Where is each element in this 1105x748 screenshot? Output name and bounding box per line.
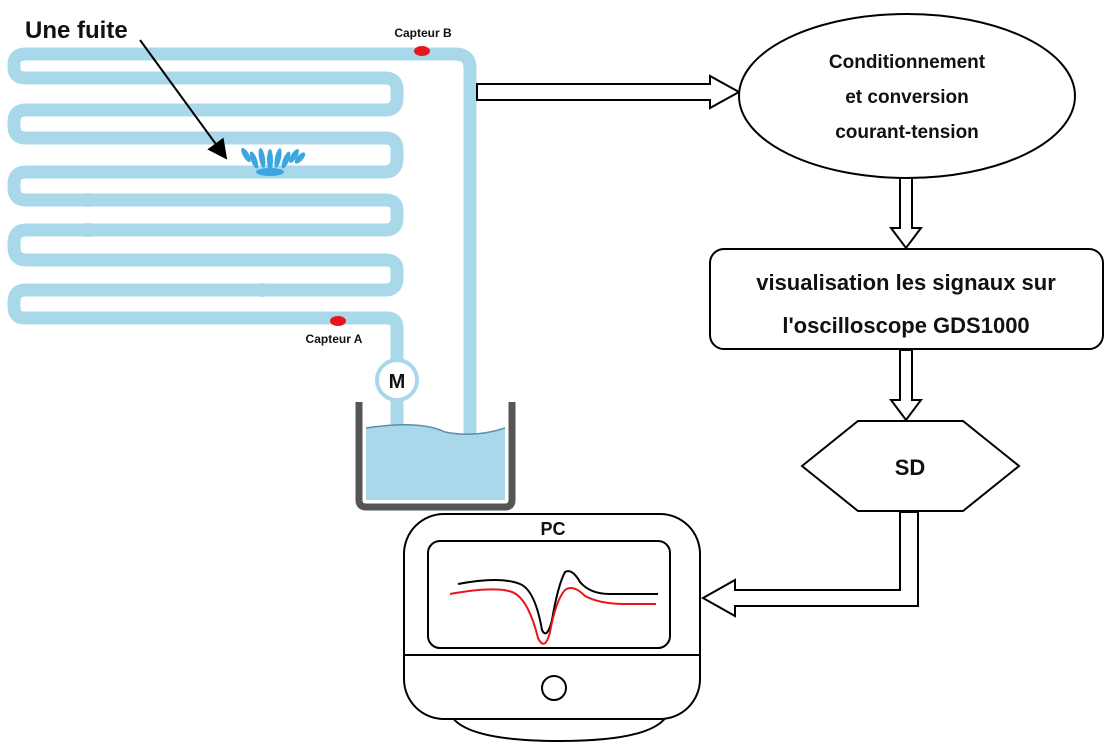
serpentine-pipe bbox=[7, 47, 477, 442]
sd-block: SD bbox=[800, 420, 1021, 512]
sensor-b-label: Capteur B bbox=[394, 26, 452, 40]
conditioning-block: Conditionnement et conversion courant-te… bbox=[738, 13, 1076, 179]
signal-red bbox=[449, 587, 656, 645]
water-body bbox=[366, 424, 505, 500]
conditioning-text-2: et conversion bbox=[845, 87, 969, 108]
pipe-joint bbox=[256, 283, 270, 297]
water-tank bbox=[355, 402, 516, 511]
arrow-pipe-to-conditioning bbox=[476, 74, 742, 110]
motor-circle bbox=[375, 358, 419, 402]
sd-hexagon bbox=[800, 420, 1021, 512]
pipe-joint bbox=[199, 254, 211, 266]
arrow-sd-to-pc bbox=[700, 511, 919, 618]
oscilloscope-text-2: l'oscilloscope GDS1000 bbox=[782, 313, 1029, 338]
sensor-a-dot bbox=[330, 316, 346, 326]
sensor-a: Capteur A bbox=[306, 316, 363, 346]
motor-label: M bbox=[389, 371, 406, 393]
leak-label: Une fuite bbox=[25, 17, 128, 44]
sensor-b-dot bbox=[414, 46, 430, 56]
pipe-joint bbox=[81, 223, 95, 237]
pipe-network bbox=[7, 47, 477, 442]
leak-spray-icon bbox=[241, 147, 306, 176]
oscilloscope-text-1: visualisation les signaux sur bbox=[756, 270, 1056, 295]
pipe-joint bbox=[81, 193, 95, 207]
conditioning-ellipse bbox=[738, 13, 1076, 179]
leak-indicator: Une fuite bbox=[25, 17, 306, 176]
water-surface bbox=[365, 424, 506, 435]
pc-monitor: PC bbox=[403, 513, 701, 743]
pc-label: PC bbox=[540, 519, 565, 539]
arrow-oscilloscope-to-sd bbox=[889, 349, 923, 422]
conditioning-text-1: Conditionnement bbox=[829, 52, 986, 73]
sd-label: SD bbox=[895, 455, 926, 480]
arrow-conditioning-to-oscilloscope bbox=[889, 175, 923, 250]
sensor-b: Capteur B bbox=[394, 26, 452, 56]
oscilloscope-box bbox=[709, 248, 1104, 350]
oscilloscope-block: visualisation les signaux sur l'oscillos… bbox=[709, 248, 1104, 350]
monitor-screen bbox=[427, 540, 671, 649]
tank-wall bbox=[355, 402, 516, 511]
flow-arrows bbox=[476, 74, 923, 618]
pipe-joints bbox=[81, 166, 356, 297]
leak-arrow bbox=[139, 39, 228, 160]
motor-pump: M bbox=[375, 358, 419, 402]
sensor-a-label: Capteur A bbox=[306, 332, 363, 346]
monitor-power-button bbox=[541, 675, 567, 701]
conditioning-text-3: courant-tension bbox=[835, 122, 979, 143]
pipe-joint bbox=[344, 166, 356, 178]
